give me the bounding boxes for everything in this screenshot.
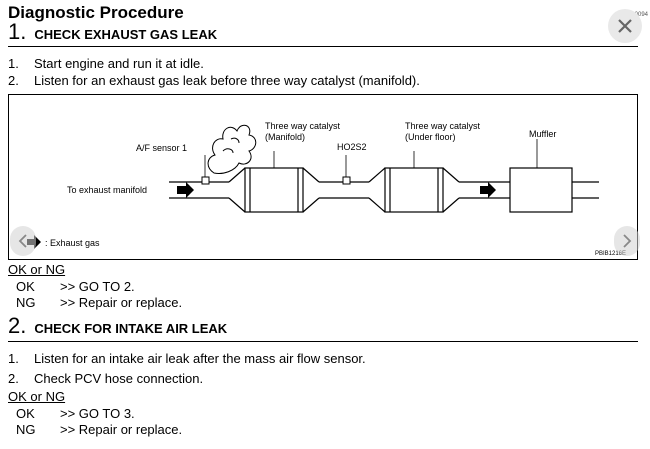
result-action: >> Repair or replace.: [60, 295, 183, 310]
step1-title: CHECK EXHAUST GAS LEAK: [34, 27, 218, 42]
step1-item-1-number: 1.: [8, 56, 19, 71]
previous-button[interactable]: [10, 226, 36, 256]
step1-number: 1.: [8, 19, 27, 44]
result-action: >> GO TO 3.: [60, 406, 135, 421]
step1-heading: 1. CHECK EXHAUST GAS LEAK: [8, 19, 217, 45]
step2-result-label: OK or NG: [8, 389, 66, 404]
twc-underfloor-label-line2: (Under floor): [405, 132, 456, 142]
result-action: >> GO TO 2.: [60, 279, 135, 294]
chevron-left-icon: [18, 234, 27, 248]
af-sensor-icon: [201, 176, 210, 185]
figure-code: PBIB1216E: [595, 251, 626, 257]
step1-item-2: 2. Listen for an exhaust gas leak before…: [8, 73, 420, 88]
af-sensor-label: A/F sensor 1: [136, 143, 187, 153]
step2-heading: 2. CHECK FOR INTAKE AIR LEAK: [8, 313, 227, 339]
step1-result-label: OK or NG: [8, 262, 66, 277]
step2-divider: [8, 341, 638, 342]
step1-result-ng: NG >> Repair or replace.: [16, 295, 182, 310]
ho2s2-sensor-icon: [342, 176, 351, 185]
ho2s2-label: HO2S2: [337, 142, 367, 152]
chevron-right-icon: [623, 234, 632, 248]
result-code: NG: [16, 295, 36, 310]
leader-lines: [204, 139, 538, 177]
step2-number: 2.: [8, 313, 27, 338]
result-code: OK: [16, 279, 35, 294]
to-exhaust-manifold-label: To exhaust manifold: [67, 185, 147, 195]
exhaust-smoke-icon: [207, 124, 257, 174]
flow-arrow-icon: [177, 182, 194, 198]
step2-item-2: 2. Check PCV hose connection.: [8, 371, 203, 386]
step1-item-1: 1. Start engine and run it at idle.: [8, 56, 204, 71]
step1-item-1-text: Start engine and run it at idle.: [34, 56, 204, 71]
step2-item-1-number: 1.: [8, 351, 19, 366]
sensor-icons: [201, 176, 351, 185]
result-code: OK: [16, 406, 35, 421]
page-title: Diagnostic Procedure: [8, 3, 184, 22]
step1-divider: [8, 46, 638, 47]
twc-manifold-label-line2: (Manifold): [265, 132, 305, 142]
step2-item-2-text: Check PCV hose connection.: [34, 371, 204, 386]
twc-manifold-label-line1: Three way catalyst: [265, 121, 341, 131]
close-icon: [618, 19, 632, 33]
step2-result-ok: OK >> GO TO 3.: [16, 406, 135, 421]
step1-result-ok: OK >> GO TO 2.: [16, 279, 135, 294]
legend-label: : Exhaust gas: [45, 238, 100, 248]
step2-item-1-text: Listen for an intake air leak after the …: [34, 351, 366, 366]
step2-item-2-number: 2.: [8, 371, 19, 386]
step2-title: CHECK FOR INTAKE AIR LEAK: [34, 321, 228, 336]
step2-result-ng: NG >> Repair or replace.: [16, 422, 182, 437]
exhaust-pipe: [169, 167, 599, 213]
exhaust-diagram: A/F sensor 1 Three way catalyst (Manifol…: [8, 94, 638, 260]
result-code: NG: [16, 422, 36, 437]
muffler-label: Muffler: [529, 129, 556, 139]
step1-item-2-text: Listen for an exhaust gas leak before th…: [34, 73, 420, 88]
step1-item-2-number: 2.: [8, 73, 19, 88]
result-action: >> Repair or replace.: [60, 422, 183, 437]
flow-arrow-icon: [480, 182, 496, 198]
twc-underfloor-label-line1: Three way catalyst: [405, 121, 481, 131]
next-button[interactable]: [614, 226, 640, 256]
step2-item-1: 1. Listen for an intake air leak after t…: [8, 351, 366, 366]
close-button[interactable]: [608, 9, 642, 43]
exhaust-system-illustration: A/F sensor 1 Three way catalyst (Manifol…: [27, 121, 626, 257]
